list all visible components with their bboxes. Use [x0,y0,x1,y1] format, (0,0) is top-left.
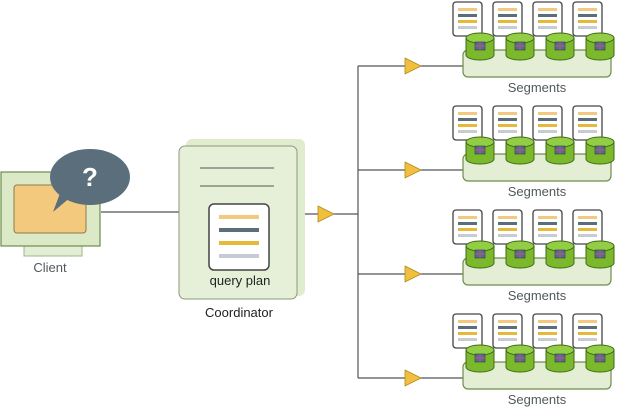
segment-platform [462,257,612,286]
document-icon [572,313,603,349]
segments-label: Segments [508,288,567,303]
document-icon [492,105,523,141]
document-icon [532,1,563,37]
triangle-arrow-icon [404,57,422,75]
triangle-arrow-icon [404,265,422,283]
plan-stripe-1 [219,215,259,219]
database-disk-icon [465,240,495,269]
segments-label: Segments [508,184,567,199]
triangle-arrow-icon [404,369,422,387]
segments-label: Segments [508,80,567,95]
database-disk-icon [545,136,575,165]
query-plan-label: query plan [210,273,271,288]
question-mark: ? [82,162,98,192]
database-disk-icon [465,136,495,165]
document-icon [452,1,483,37]
coordinator-label: Coordinator [205,305,274,320]
document-icon [492,209,523,245]
database-disk-icon [585,136,615,165]
document-icon [572,209,603,245]
segments-label: Segments [508,392,567,407]
coordinator-node: query plan Coordinator [178,139,305,320]
segment-group: Segments [452,105,615,199]
triangle-arrow-icon [404,161,422,179]
database-disk-icon [585,32,615,61]
database-disk-icon [505,240,535,269]
database-disk-icon [505,32,535,61]
segment-group: Segments [452,1,615,95]
plan-stripe-3 [219,241,259,245]
segment-platform [462,49,612,78]
database-disk-icon [585,240,615,269]
document-icon [452,313,483,349]
document-icon [532,209,563,245]
client-label: Client [33,260,67,275]
database-disk-icon [545,344,575,373]
database-disk-icon [585,344,615,373]
document-icon [492,1,523,37]
document-icon [572,1,603,37]
document-icon [208,203,270,271]
document-icon [532,105,563,141]
segment-group: Segments [452,313,615,407]
question-bubble-icon: ? [50,149,130,212]
plan-stripe-4 [219,254,259,258]
database-disk-icon [465,32,495,61]
plan-stripe-2 [219,228,259,232]
database-disk-icon [505,136,535,165]
document-icon [452,209,483,245]
arrows [317,57,422,387]
document-icon [452,105,483,141]
database-disk-icon [505,344,535,373]
document-icon [492,313,523,349]
segment-platform [462,153,612,182]
client-node: ? Client [0,149,130,275]
database-disk-icon [545,32,575,61]
segment-platform [462,361,612,390]
database-disk-icon [545,240,575,269]
document-icon [572,105,603,141]
triangle-arrow-icon [317,205,335,223]
document-icon [532,313,563,349]
database-disk-icon [465,344,495,373]
segment-group: Segments [452,209,615,303]
